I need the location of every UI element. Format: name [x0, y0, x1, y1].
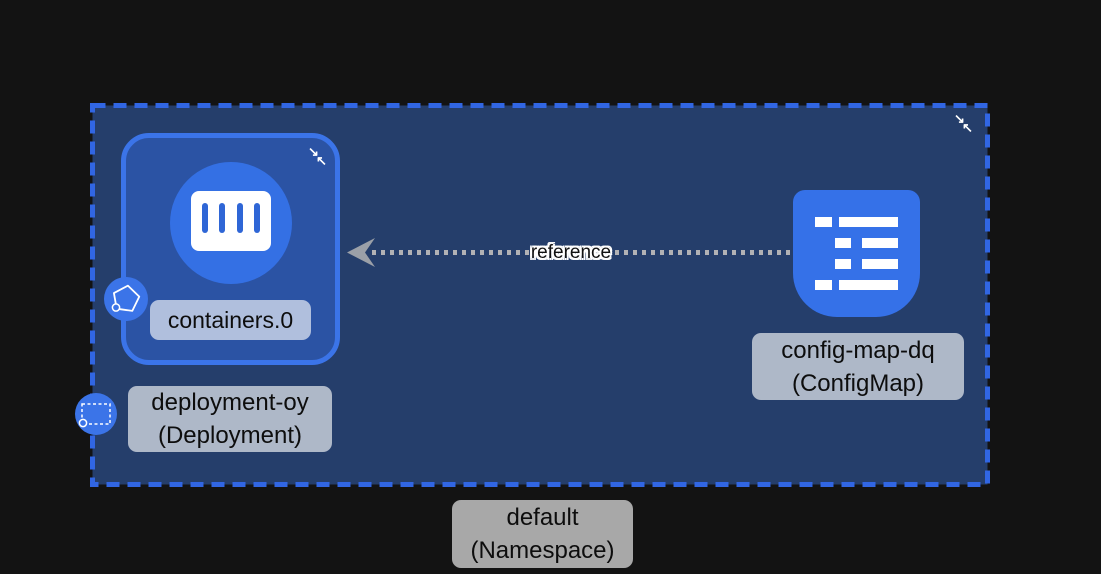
- pod-badge[interactable]: [104, 277, 148, 321]
- namespace-kind: (Namespace): [470, 537, 615, 564]
- configmap-label[interactable]: config-map-dq (ConfigMap): [752, 333, 964, 400]
- container-icon-bar: [254, 203, 260, 233]
- configmap-icon-bar: [835, 238, 851, 248]
- reference-edge-arrowhead: [347, 238, 375, 267]
- collapse-arrow-nw-icon: ↖: [962, 120, 973, 135]
- node-configmap[interactable]: [793, 190, 920, 317]
- container-icon-bar: [202, 203, 208, 233]
- deployment-icon: [78, 403, 111, 428]
- configmap-icon-bar: [815, 217, 832, 227]
- container-icon: [191, 191, 271, 251]
- collapse-arrow-se-icon: ↘: [308, 144, 319, 159]
- collapse-arrow-se-icon: ↘: [954, 111, 965, 126]
- container-icon-bar: [237, 203, 243, 233]
- container-label-text: containers.0: [167, 306, 294, 333]
- configmap-kind: (ConfigMap): [791, 369, 925, 397]
- configmap-name: config-map-dq: [781, 336, 935, 364]
- configmap-icon-bar: [815, 280, 832, 290]
- deployment-kind: (Deployment): [157, 422, 303, 449]
- configmap-icon-bar: [839, 280, 898, 290]
- deployment-label[interactable]: deployment-oy (Deployment): [128, 386, 332, 452]
- edge-label-reference[interactable]: reference: [530, 242, 612, 263]
- collapse-icon[interactable]: ↘ ↖: [952, 112, 980, 140]
- namespace-label[interactable]: default (Namespace): [452, 500, 633, 568]
- container-icon-bar: [219, 203, 225, 233]
- collapse-icon[interactable]: ↘ ↖: [306, 145, 334, 173]
- deployment-name: deployment-oy: [151, 389, 309, 416]
- configmap-icon-bar: [835, 259, 851, 269]
- configmap-icon-bar: [839, 217, 898, 227]
- pod-icon: [111, 284, 141, 312]
- collapse-arrow-nw-icon: ↖: [316, 153, 327, 168]
- configmap-icon-bar: [862, 238, 898, 248]
- namespace-name: default: [506, 504, 579, 531]
- container-label[interactable]: containers.0: [150, 300, 311, 340]
- deployment-badge[interactable]: [75, 393, 117, 435]
- configmap-icon-bar: [862, 259, 898, 269]
